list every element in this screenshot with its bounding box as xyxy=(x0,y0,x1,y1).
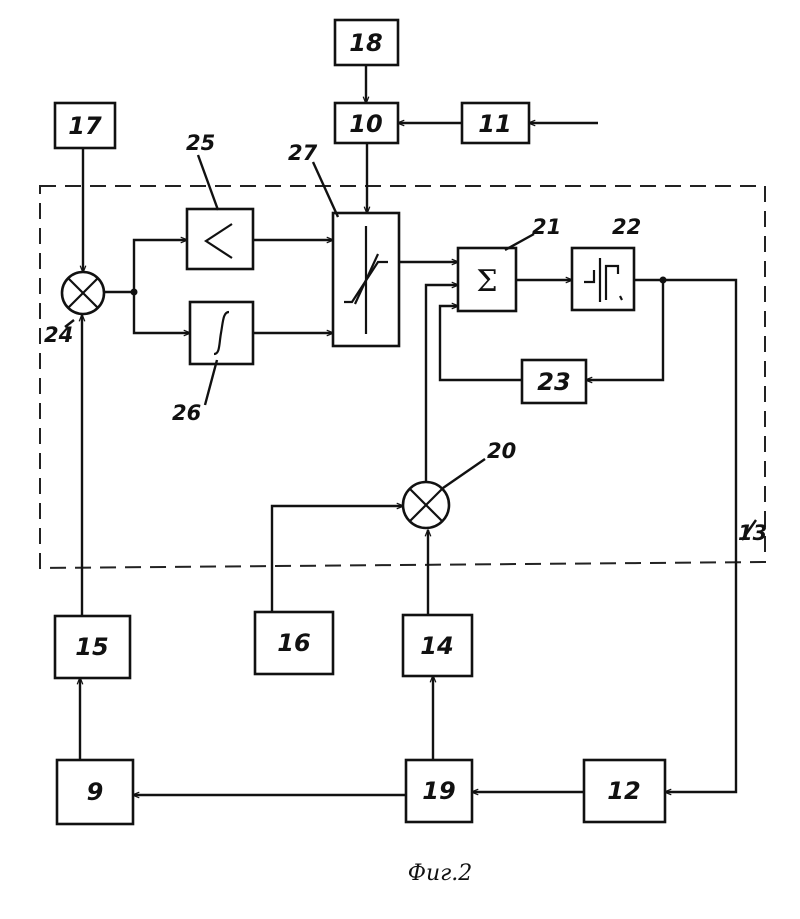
figure-caption: Фиг.2 xyxy=(408,861,473,886)
block-23: 23 xyxy=(522,360,586,403)
tag-21: 21 xyxy=(532,215,561,239)
comparison-element-24 xyxy=(62,272,104,314)
tag-20: 20 xyxy=(487,439,516,463)
block-16-label: 16 xyxy=(277,629,310,657)
block-19: 19 xyxy=(406,760,472,822)
block-10-label: 10 xyxy=(349,110,382,138)
leader-lines xyxy=(65,155,534,488)
block-11-label: 11 xyxy=(478,110,511,138)
tag-25: 25 xyxy=(186,131,215,155)
block-14-label: 14 xyxy=(420,632,453,660)
block-18: 18 xyxy=(335,20,398,65)
tag-22: 22 xyxy=(612,215,641,239)
block-14: 14 xyxy=(403,615,472,676)
tag-27: 27 xyxy=(288,141,318,165)
integrator-block-26 xyxy=(190,302,253,364)
tag-24: 24 xyxy=(44,323,73,347)
summator-sigma-symbol: Σ xyxy=(476,264,497,299)
block-12: 12 xyxy=(584,760,665,822)
block-23-label: 23 xyxy=(537,368,570,396)
block-9-label: 9 xyxy=(87,778,104,806)
connection-wires xyxy=(80,65,736,795)
block-16: 16 xyxy=(255,612,333,674)
junction-node-left xyxy=(131,289,138,296)
block-11: 11 xyxy=(462,103,529,143)
relay-block-22 xyxy=(572,248,634,310)
comparison-element-20 xyxy=(403,482,449,528)
nonlinear-block-27 xyxy=(333,213,399,346)
tag-26: 26 xyxy=(172,401,201,425)
block-15-label: 15 xyxy=(75,633,108,661)
block-12-label: 12 xyxy=(607,777,640,805)
junction-node-right xyxy=(660,277,667,284)
summator-block-21: Σ xyxy=(458,248,516,311)
comparator-block-25 xyxy=(187,209,253,269)
block-15: 15 xyxy=(55,616,130,678)
tag-13: 13 xyxy=(738,521,767,545)
block-17: 17 xyxy=(55,103,115,148)
block-10: 10 xyxy=(335,103,398,143)
block-17-label: 17 xyxy=(68,112,102,140)
block-19-label: 19 xyxy=(422,777,455,805)
block-18-label: 18 xyxy=(349,29,382,57)
block-9: 9 xyxy=(57,760,133,824)
